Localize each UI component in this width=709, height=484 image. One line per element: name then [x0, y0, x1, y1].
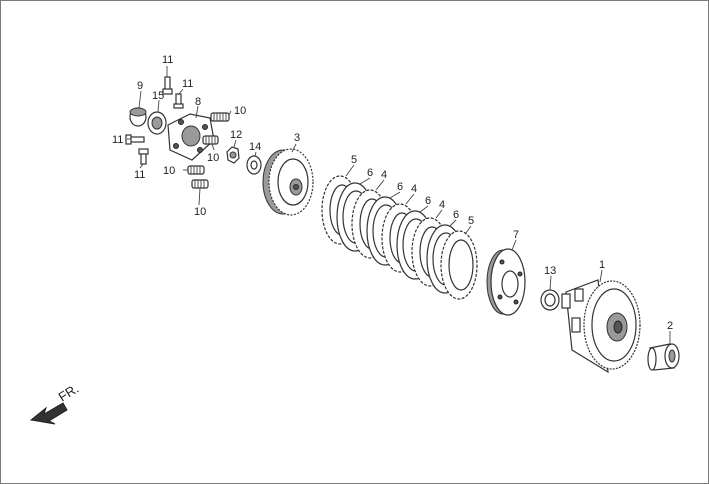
callout-1: 1: [599, 259, 605, 271]
callout-11-upper-right: 11: [182, 78, 193, 90]
callout-4-b: 4: [411, 183, 417, 195]
bolt-11-bottom: [138, 148, 149, 165]
callout-3: 3: [294, 132, 300, 144]
bolt-11-top: [162, 76, 173, 95]
callout-11-bottom: 11: [134, 169, 145, 181]
front-direction-arrow-icon: [29, 402, 68, 425]
thrust-washer-13: [540, 289, 560, 311]
cap-9: [129, 107, 147, 127]
callout-11-top: 11: [162, 54, 173, 66]
callout-7: 7: [513, 229, 519, 241]
callout-10-upper: 10: [234, 105, 246, 117]
lock-nut-12: [226, 146, 240, 164]
pressure-plate-7: [486, 248, 526, 316]
spring-10-lower: [191, 179, 209, 189]
callout-11-left: 11: [112, 134, 123, 146]
clutch-plate-stack: [321, 175, 478, 300]
callout-15: 15: [152, 90, 164, 102]
callout-6-d: 6: [453, 209, 459, 221]
friction-disc-5-rear: [440, 230, 478, 300]
callout-5-front: 5: [351, 154, 357, 166]
bolt-11-upper-right: [173, 93, 184, 109]
clutch-center-3: [262, 148, 314, 216]
bolt-11-left: [125, 134, 145, 145]
callout-4-a: 4: [381, 169, 387, 181]
clutch-outer-1: [561, 279, 641, 374]
callout-13: 13: [544, 265, 556, 277]
spring-10-middle-right: [202, 135, 219, 145]
callout-labels: 11 11 9 15 8 10 11 12 14 10 11 10 10 3 5…: [112, 54, 673, 332]
callout-14: 14: [249, 141, 261, 153]
callout-8: 8: [195, 96, 201, 108]
callout-5-rear: 5: [468, 215, 474, 227]
leader-lines: [127, 66, 671, 344]
callout-9: 9: [137, 80, 143, 92]
direction-label: FR.: [56, 381, 82, 405]
callout-2: 2: [667, 320, 673, 332]
callout-4-c: 4: [439, 199, 445, 211]
bearing-15: [147, 111, 167, 135]
callout-6-b: 6: [397, 181, 403, 193]
callout-10-middle-left: 10: [163, 165, 175, 177]
callout-6-c: 6: [425, 195, 431, 207]
washer-14: [246, 155, 262, 175]
spring-10-middle-left: [187, 165, 205, 175]
callout-10-lower: 10: [194, 206, 206, 218]
spring-10-upper: [210, 112, 230, 122]
callout-10-middle-right: 10: [207, 152, 219, 164]
callout-6-a: 6: [367, 167, 373, 179]
collar-2: [647, 343, 680, 371]
callout-12: 12: [230, 129, 242, 141]
